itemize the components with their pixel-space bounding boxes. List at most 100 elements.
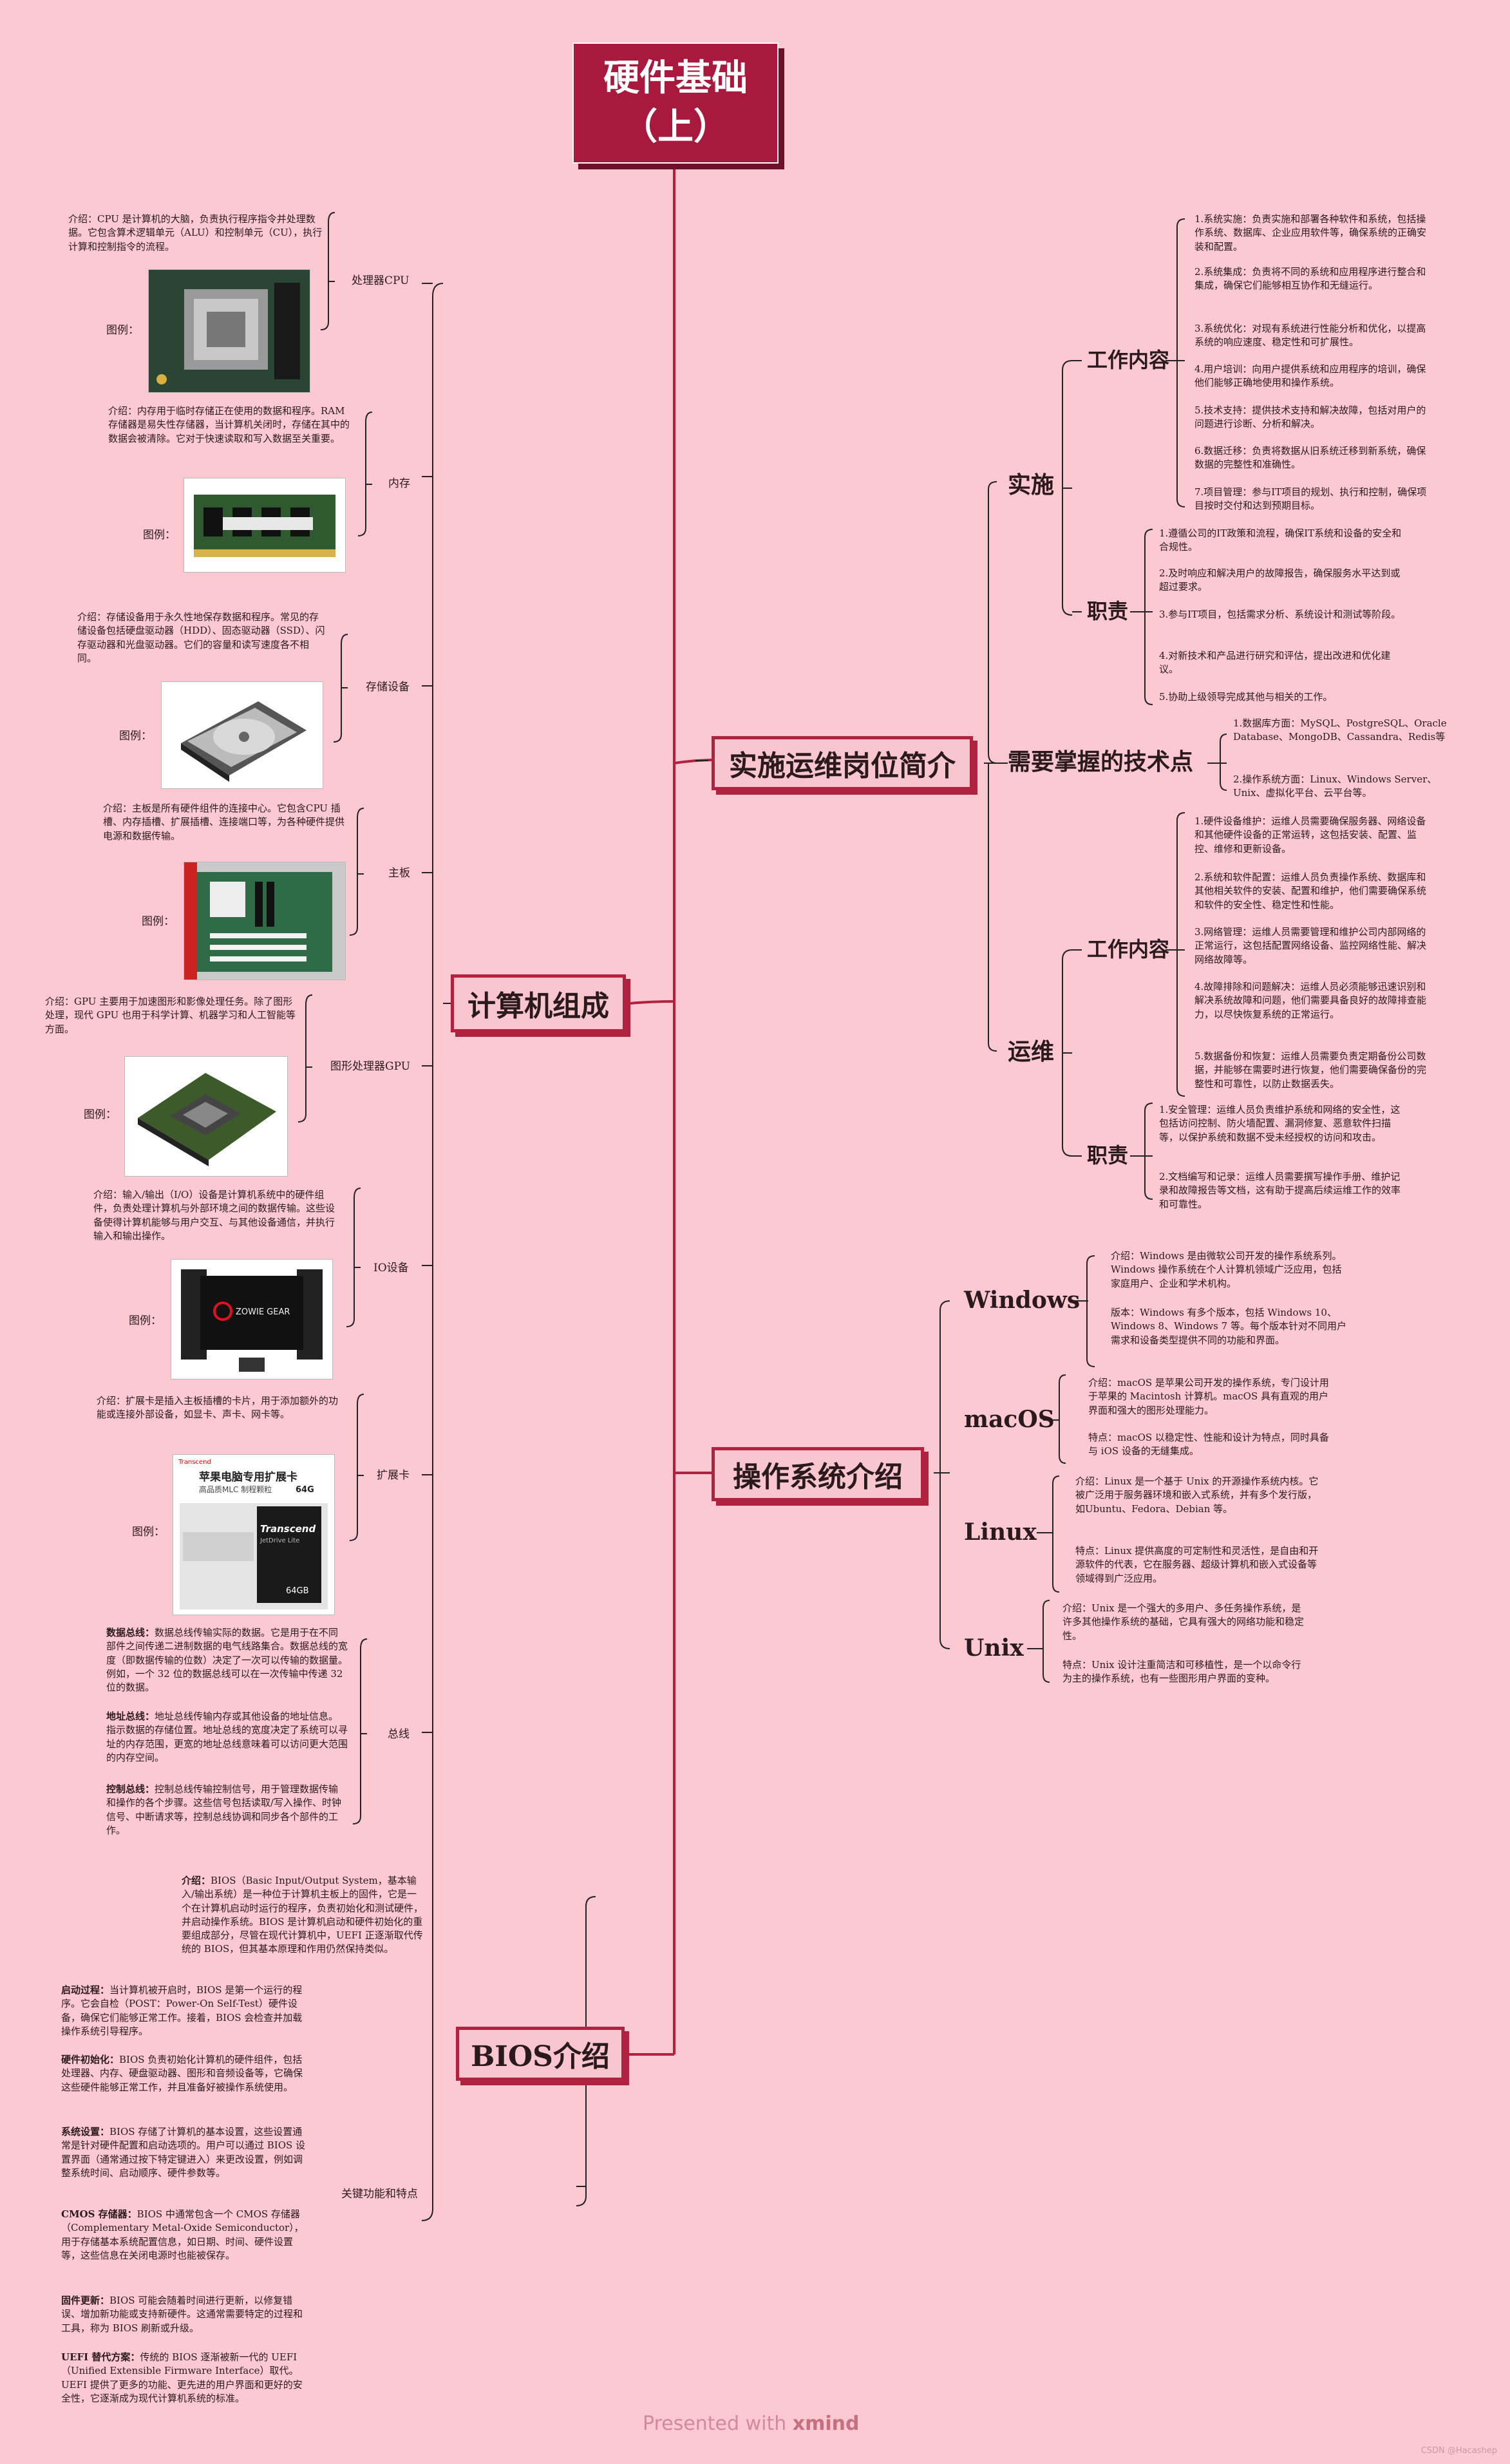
cpu-fig-label: 图例： <box>106 324 139 337</box>
io-fig-label: 图例： <box>129 1314 162 1327</box>
io-label[interactable]: IO设备 <box>373 1262 409 1275</box>
card-top-brand: Transcend <box>178 1459 211 1466</box>
maint-work-item: 2.系统和软件配置：运维人员负责操作系统、数据库和其他相关软件的安装、配置和维护… <box>1194 871 1427 911</box>
bios-intro-text: BIOS（Basic Input/Output System，基本输入/输出系统… <box>182 1875 424 1955</box>
node-ops-intro[interactable]: 实施运维岗位简介 <box>712 736 973 790</box>
mobo-intro: 介绍：主板是所有硬件组件的连接中心。它包含CPU 插槽、内存插槽、扩展插槽、连接… <box>103 802 345 842</box>
os-linux[interactable]: Linux <box>964 1519 1037 1546</box>
ram-label[interactable]: 内存 <box>388 477 410 490</box>
maint-work-item: 5.数据备份和恢复：运维人员需要负责定期备份公司数据，并能够在需要时进行恢复，他… <box>1194 1050 1427 1090</box>
bios-item-1: 硬件初始化：BIOS 负责初始化计算机的硬件组件，包括处理器、内存、硬盘驱动器、… <box>61 2053 306 2094</box>
node-maint[interactable]: 运维 <box>1008 1038 1055 1065</box>
maint-work-item: 3.网络管理：运维人员需要管理和维护公司内部网络的正常运行，这包括配置网络设备、… <box>1194 926 1427 965</box>
impl-work-item: 2.系统集成：负责将不同的系统和应用程序进行整合和集成，确保它们能够相互协作和无… <box>1194 266 1426 292</box>
footer-credit: CSDN @Hacashep <box>1420 2446 1497 2456</box>
bios-item-key: 系统设置： <box>61 2126 110 2137</box>
bios-intro: 介绍：BIOS（Basic Input/Output System，基本输入/输… <box>182 1874 423 1957</box>
node-ops-label: 实施运维岗位简介 <box>729 750 956 782</box>
card-capacity: 64GB <box>286 1586 309 1596</box>
os-linux-intro: 介绍：Linux 是一个基于 Unix 的开源操作系统内核。它被广泛用于服务器环… <box>1075 1475 1319 1515</box>
bus-addr: 地址总线：地址总线传输内存或其他设备的地址信息。指示数据的存储位置。地址总线的宽… <box>106 1710 348 1765</box>
os-macos[interactable]: macOS <box>964 1406 1055 1433</box>
exp-label[interactable]: 扩展卡 <box>377 1469 410 1482</box>
bus-ctrl-key: 控制总线： <box>106 1783 155 1795</box>
storage-image <box>161 681 323 789</box>
os-unix[interactable]: Unix <box>964 1635 1024 1662</box>
bios-item-text: BIOS 可能会随着时间进行更新，以修复错误、增加新功能或支持新硬件。这通常需要… <box>61 2295 303 2334</box>
os-windows[interactable]: Windows <box>964 1287 1081 1314</box>
impl-work-item: 7.项目管理：参与IT项目的规划、执行和控制，确保项目按时交付和达到预期目标。 <box>1194 486 1427 512</box>
impl-duty-item: 5.协助上级领导完成其他与相关的工作。 <box>1159 691 1333 703</box>
bios-item-key: CMOS 存储器： <box>61 2208 137 2220</box>
card-title: 苹果电脑专用扩展卡 <box>199 1470 297 1484</box>
bus-data-key: 数据总线： <box>106 1627 155 1638</box>
bios-item-text: BIOS 负责初始化计算机的硬件组件，包括处理器、内存、硬盘驱动器、图形和音频设… <box>61 2054 303 2093</box>
ram-intro: 介绍：内存用于临时存储正在使用的数据和程序。RAM 存储器是易失性存储器，当计算… <box>108 405 350 444</box>
gpu-image <box>124 1056 288 1177</box>
mobo-label[interactable]: 主板 <box>388 867 410 880</box>
node-skills[interactable]: 需要掌握的技术点 <box>1008 748 1194 775</box>
io-intro: 介绍：输入/输出（I/O）设备是计算机系统中的硬件组件，负责处理计算机与外部环境… <box>93 1189 335 1242</box>
skill-item: 2.操作系统方面：Linux、Windows Server、Unix、虚拟化平台… <box>1233 773 1437 799</box>
impl-work-item: 6.数据迁移：负责将数据从旧系统迁移到新系统，确保数据的完整性和准确性。 <box>1194 445 1426 471</box>
root-node[interactable]: 硬件基础 （上） <box>572 43 779 164</box>
impl-work-item: 4.用户培训：向用户提供系统和应用程序的培训，确保他们能够正确地使用和操作系统。 <box>1194 363 1426 389</box>
node-impl[interactable]: 实施 <box>1008 471 1055 498</box>
root-title-line2: （上） <box>621 106 730 148</box>
root-title-line1: 硬件基础 <box>603 57 748 100</box>
maint-work-item: 1.硬件设备维护：运维人员需要确保服务器、网络设备和其他硬件设备的正常运转，这包… <box>1194 815 1426 855</box>
motherboard-image <box>184 862 346 980</box>
node-os-intro[interactable]: 操作系统介绍 <box>712 1447 924 1501</box>
bios-item-text: 当计算机被开启时，BIOS 是第一个运行的程序。它会自检（POST：Power-… <box>61 1984 303 2037</box>
bus-ctrl-text: 控制总线传输控制信号，用于管理数据传输和操作的各个步骤。这些信号包括读取/写入操… <box>106 1783 342 1836</box>
maint-duty-label[interactable]: 职责 <box>1087 1143 1129 1168</box>
bios-item-key: 固件更新： <box>61 2295 110 2306</box>
bios-item-key: 启动过程： <box>61 1984 110 1996</box>
maint-work-label[interactable]: 工作内容 <box>1087 937 1170 962</box>
os-unix-features: 特点：Unix 设计注重简洁和可移植性，是一个以命令行为主的操作系统，也有一些图… <box>1062 1659 1301 1685</box>
storage-fig-label: 图例： <box>119 730 152 743</box>
skill-item: 1.数据库方面：MySQL、PostgreSQL、Oracle Database… <box>1233 717 1447 743</box>
impl-work-label[interactable]: 工作内容 <box>1087 348 1170 372</box>
impl-duty-label[interactable]: 职责 <box>1087 599 1129 623</box>
card-sub: 高品质MLC 制程颗粒 <box>199 1484 272 1494</box>
watermark-brand: xmind <box>792 2412 860 2435</box>
os-unix-intro: 介绍：Unix 是一个强大的多用户、多任务操作系统，是许多其他操作系统的基础，它… <box>1062 1602 1305 1642</box>
os-windows-intro: 介绍：Windows 是由微软公司开发的操作系统系列。Windows 操作系统在… <box>1111 1250 1342 1289</box>
maint-duty-item: 2.文档编写和记录：运维人员需要撰写操作手册、维护记录和故障报告等文档，这有助于… <box>1159 1171 1401 1210</box>
storage-label[interactable]: 存储设备 <box>366 681 410 694</box>
monitor-brand-text: ZOWIE GEAR <box>236 1307 290 1317</box>
node-bios-label: BIOS介绍 <box>471 2040 610 2073</box>
bios-item-text: BIOS 中通常包含一个 CMOS 存储器（Complementary Meta… <box>61 2208 304 2261</box>
cpu-intro: 介绍：CPU 是计算机的大脑，负责执行程序指令并处理数据。它包含算术逻辑单元（A… <box>68 213 323 252</box>
os-macos-intro: 介绍：macOS 是苹果公司开发的操作系统，专门设计用于苹果的 Macintos… <box>1088 1377 1329 1416</box>
bios-item-key: 硬件初始化： <box>61 2054 120 2065</box>
maint-work-item: 4.故障排除和问题解决：运维人员必须能够迅速识别和解决系统故障和问题，他们需要具… <box>1194 981 1427 1020</box>
exp-intro: 介绍：扩展卡是插入主板插槽的卡片，用于添加额外的功能或连接外部设备，如显卡、声卡… <box>97 1395 339 1421</box>
bios-item-2: 系统设置：BIOS 存储了计算机的基本设置，这些设置通常是针对硬件配置和启动选项… <box>61 2125 306 2180</box>
bus-ctrl: 控制总线：控制总线传输控制信号，用于管理数据传输和操作的各个步骤。这些信号包括读… <box>106 1783 348 1837</box>
impl-duty-item: 3.参与IT项目，包括需求分析、系统设计和测试等阶段。 <box>1159 609 1401 620</box>
bus-label[interactable]: 总线 <box>388 1728 410 1741</box>
bus-addr-key: 地址总线： <box>106 1711 155 1722</box>
bios-item-text: 传统的 BIOS 逐渐被新一代的 UEFI（Unified Extensible… <box>61 2351 303 2404</box>
gpu-label[interactable]: 图形处理器GPU <box>330 1060 411 1073</box>
bios-intro-key: 介绍： <box>182 1875 211 1886</box>
impl-work-item: 5.技术支持：提供技术支持和解决故障，包括对用户的问题进行诊断、分析和解决。 <box>1194 404 1426 430</box>
node-os-label: 操作系统介绍 <box>733 1461 903 1493</box>
cpu-label[interactable]: 处理器CPU <box>352 274 410 287</box>
xmind-watermark: Presented with xmind <box>643 2412 860 2435</box>
node-computer-composition[interactable]: 计算机组成 <box>451 974 626 1032</box>
gpu-intro: 介绍：GPU 主要用于加速图形和影像处理任务。除了图形处理，现代 GPU 也用于… <box>45 996 296 1035</box>
bios-item-text: BIOS 存储了计算机的基本设置，这些设置通常是针对硬件配置和启动选项的。用户可… <box>61 2126 306 2179</box>
impl-duty-item: 4.对新技术和产品进行研究和评估，提出改进和优化建议。 <box>1159 650 1391 676</box>
impl-duty-item: 1.遵循公司的IT政策和流程，确保IT系统和设备的安全和合规性。 <box>1159 527 1402 553</box>
mobo-fig-label: 图例： <box>142 915 175 928</box>
bus-addr-text: 地址总线传输内存或其他设备的地址信息。指示数据的存储位置。地址总线的宽度决定了系… <box>106 1711 348 1763</box>
bios-item-0: 启动过程：当计算机被开启时，BIOS 是第一个运行的程序。它会自检（POST：P… <box>61 1984 306 2038</box>
node-bios[interactable]: BIOS介绍 <box>456 2027 625 2081</box>
os-macos-features: 特点：macOS 以稳定性、性能和设计为特点，同时具备与 iOS 设备的无缝集成… <box>1088 1432 1329 1457</box>
bios-features-label[interactable]: 关键功能和特点 <box>341 2188 418 2201</box>
